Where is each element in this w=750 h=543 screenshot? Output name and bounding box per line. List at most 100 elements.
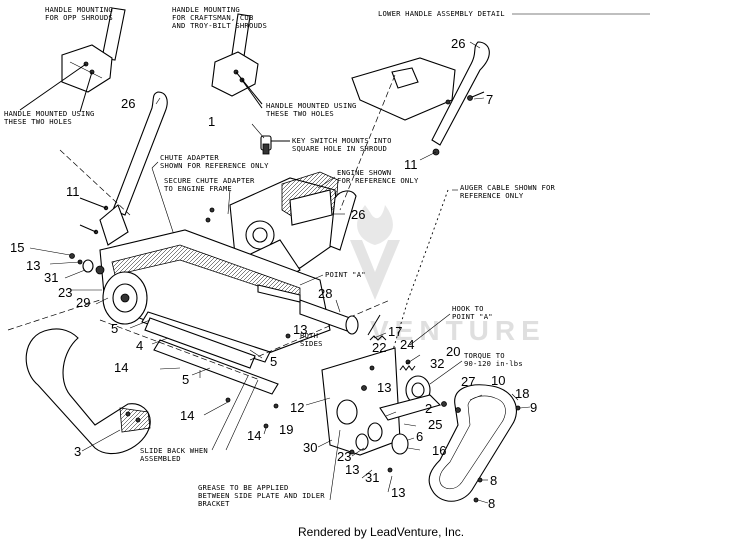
callout-26-engine: 26 [351,207,365,222]
note-grease-2: BETWEEN SIDE PLATE AND IDLER [198,491,325,500]
note-handle-csm: HANDLE MOUNTING [172,5,240,14]
callout-5-right: 5 [270,354,277,369]
callout-28: 28 [318,286,332,301]
leader-point-a [299,274,324,286]
leader-secure [227,189,231,215]
note-handle-csm-3: AND TROY-BILT SHROUDS [172,21,267,30]
callout-31-lower: 31 [365,470,379,485]
ref-line-2 [59,149,131,216]
leader-engine [317,176,336,189]
note-lower-detail: LOWER HANDLE ASSEMBLY DETAIL [378,9,505,18]
callout-6: 6 [416,429,423,444]
callout-13-spindle: 13 [293,322,307,337]
note-hook-2: POINT "A" [452,312,493,321]
note-grease-3: BRACKET [198,499,230,508]
callout-32: 32 [430,356,444,371]
note-slide-back: SLIDE BACK WHEN [140,446,208,455]
callout-13-lower: 13 [345,462,359,477]
note-engine: ENGINE SHOWN [337,168,391,177]
note-secure-chute-2: TO ENGINE FRAME [164,184,232,193]
callout-12: 12 [290,400,304,415]
callout-23-lower: 23 [337,449,351,464]
callout-26-left: 26 [121,96,135,111]
note-mounted-mid-2: THESE TWO HOLES [266,109,334,118]
callout-leaders [29,41,531,504]
note-chute-adapter-2: SHOWN FOR REFERENCE ONLY [160,161,269,170]
note-slide-back-2: ASSEMBLED [140,454,181,463]
callout-1: 1 [208,114,215,129]
callout-20: 20 [446,344,460,359]
callout-16: 16 [432,443,446,458]
callout-3: 3 [74,444,81,459]
ref-line-3 [339,74,396,211]
note-mounted-left-2: THESE TWO HOLES [4,117,72,126]
belt-cover [428,384,517,502]
callout-7: 7 [486,92,493,107]
note-both-2: SIDES [300,339,323,348]
ref-line-1 [7,299,101,331]
callout-14-mid: 14 [180,408,194,423]
inset-opp-handle [19,7,126,113]
leader-slide-1 [211,375,249,451]
leader-chute-2 [151,167,176,239]
callout-2: 2 [425,401,432,416]
note-mounted-mid: HANDLE MOUNTED USING [266,101,357,110]
inset-csm-handle [211,13,263,109]
leader-torque [429,360,463,385]
callout-15: 15 [10,240,24,255]
note-torque-2: 90-120 in-lbs [464,359,523,368]
note-auger-cable: AUGER CABLE SHOWN FOR [460,183,556,192]
footer-credit: Rendered by LeadVenture, Inc. [298,525,464,539]
leader-grease [329,429,341,501]
auger-cable [389,189,449,361]
callout-11-detail: 11 [404,157,418,172]
handle-left [79,91,168,246]
leader-chute [151,161,159,169]
watermark-text: VENTURE [370,315,546,346]
callout-8-lower: 8 [488,496,495,511]
note-handle-opp-2: FOR OPP SHROUDS [45,13,113,22]
note-handle-csm-2: FOR CRAFTSMAN, CUB [172,13,254,22]
idler-spring [367,314,416,371]
callout-31-left: 31 [44,270,58,285]
note-auger-cable-2: REFERENCE ONLY [460,191,524,200]
callout-11-left: 11 [66,184,80,199]
pulley-lower [355,422,409,455]
scraper-bar [99,299,391,395]
callout-8-upper: 8 [490,473,497,488]
note-torque: TORQUE TO [464,351,505,360]
callout-10: 10 [491,373,505,388]
note-point-a: POINT "A" [325,270,366,279]
note-hook: HOOK TO [452,304,484,313]
note-both: BOTH [300,331,318,340]
key-switch [260,135,290,155]
leader-slide-2 [225,379,259,451]
callout-30: 30 [303,440,317,455]
note-grease: GREASE TO BE APPLIED [198,483,289,492]
callout-9: 9 [530,400,537,415]
callout-19: 19 [279,422,293,437]
callout-24: 24 [400,337,414,352]
callout-27: 27 [461,374,475,389]
callout-13-bottom: 13 [391,485,405,500]
callout-14-left: 14 [114,360,128,375]
note-key-switch-2: SQUARE HOLE IN SHROUD [292,144,387,153]
callout-26-detail: 26 [451,36,465,51]
callout-22: 22 [372,340,386,355]
callout-13-upper: 13 [377,380,391,395]
callout-18: 18 [515,386,529,401]
leader-hook [409,313,451,346]
callout-14-right: 14 [247,428,261,443]
note-key-switch: KEY SWITCH MOUNTS INTO [292,136,392,145]
callout-4: 4 [136,338,143,353]
note-handle-opp: HANDLE MOUNTING [45,5,113,14]
idler-spindle [257,284,359,335]
note-chute-adapter: CHUTE ADAPTER [160,153,219,162]
callout-5-left: 5 [111,321,118,336]
note-engine-2: FOR REFERENCE ONLY [337,176,419,185]
callout-13-left: 13 [26,258,40,273]
callout-5-mid: 5 [182,372,189,387]
watermark: VENTURE [350,205,546,346]
